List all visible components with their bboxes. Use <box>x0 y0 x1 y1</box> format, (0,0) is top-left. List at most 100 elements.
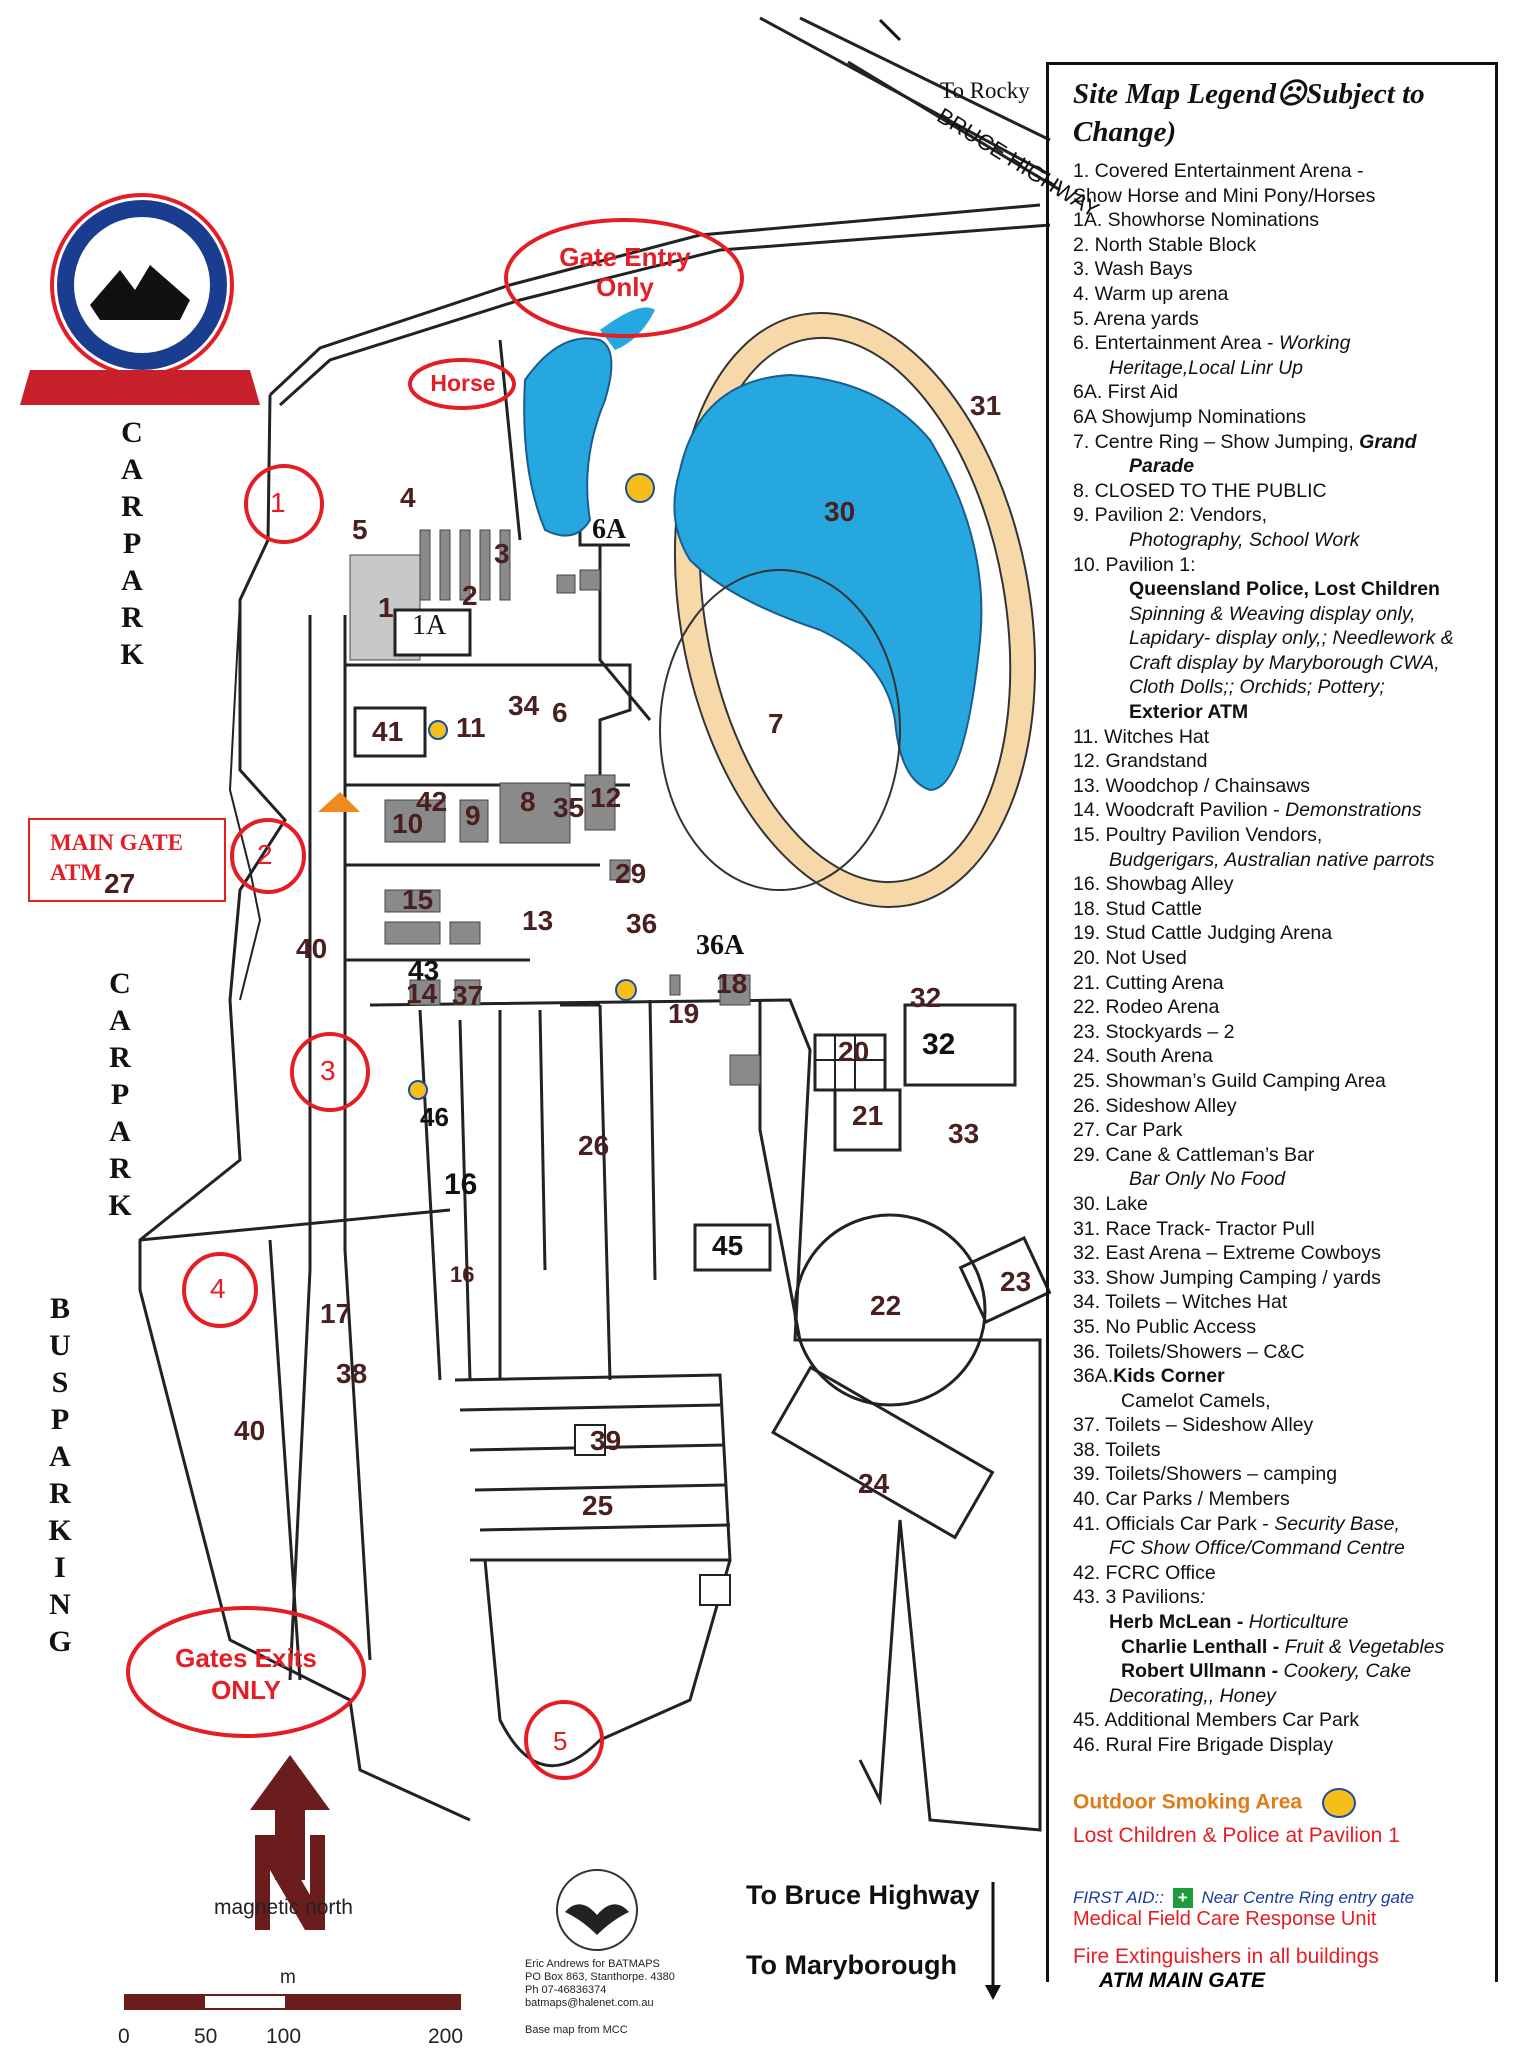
legend-item-text: Parade <box>1129 455 1195 478</box>
inner-road <box>648 999 657 1281</box>
legend-item: 16. Showbag Alley <box>1073 872 1487 897</box>
legend-item: 13. Woodchop / Chainsaws <box>1073 774 1487 799</box>
legend-item: 14. Woodcraft Pavilion - Demonstrations <box>1073 798 1487 823</box>
site-label-13: 13 <box>522 905 554 936</box>
site-label-43: 43 <box>408 955 440 986</box>
legend-item: 36A.Kids Corner <box>1073 1364 1487 1389</box>
legend-item-text: Show Horse and Mini Pony/Horses <box>1073 184 1376 207</box>
legend-item-text: 5. Arena yards <box>1073 307 1199 330</box>
inner-road <box>288 615 312 1681</box>
inner-road <box>343 615 372 1661</box>
legend-item: Exterior ATM <box>1073 700 1487 725</box>
scale-tick-100: 100 <box>266 2025 302 2048</box>
legend-item-text: 45. Additional Members Car Park <box>1073 1709 1360 1732</box>
legend-item: 31. Race Track- Tractor Pull <box>1073 1217 1487 1242</box>
legend-item-text: 24. South Arena <box>1073 1045 1213 1068</box>
legend-item-text: 3. Wash Bays <box>1073 258 1193 281</box>
legend-item: 38. Toilets <box>1073 1438 1487 1463</box>
legend-item-text: Fruit & Vegetables <box>1284 1635 1445 1658</box>
inner-road <box>454 1373 732 1562</box>
site-label-37: 37 <box>452 980 484 1011</box>
legend-item: 2. North Stable Block <box>1073 233 1487 258</box>
smoking-dot-icon <box>1321 1787 1356 1818</box>
building-2-stables <box>499 529 511 601</box>
legend-item: 39. Toilets/Showers – camping <box>1073 1462 1487 1487</box>
legend-item-text: 1A. Showhorse Nominations <box>1073 209 1320 232</box>
credit-line: batmaps@halenet.com.au <box>525 1997 654 2009</box>
building-2-stables <box>419 529 431 601</box>
site-label-10: 10 <box>392 808 424 839</box>
scale-tick-0: 0 <box>118 2025 130 2048</box>
legend-item-text: Spinning & Weaving display only, <box>1129 602 1416 625</box>
legend-item-text: Lapidary- display only,; Needlework & <box>1129 627 1454 650</box>
site-label-1a: 1A <box>412 610 447 641</box>
legend-item-text: 11. Witches Hat <box>1073 725 1210 748</box>
horse-ellipse <box>408 358 516 410</box>
inner-road <box>598 545 652 721</box>
gates-exits-ellipse <box>126 1606 366 1738</box>
legend-item-text: 1. Covered Entertainment Arena - <box>1073 160 1364 182</box>
legend-item: Cloth Dolls;; Orchids; Pottery; <box>1073 675 1487 700</box>
site-boundary <box>138 394 471 1822</box>
site-label-8: 8 <box>520 786 536 817</box>
legend-item-text: Charlie Lenthall - <box>1121 1635 1285 1658</box>
highway-line <box>799 16 1051 142</box>
inner-road <box>369 998 1042 1832</box>
legend-item: Robert Ullmann - Cookery, Cake <box>1073 1659 1487 1684</box>
site-label-39: 39 <box>590 1425 622 1456</box>
arena-22 <box>793 1213 987 1407</box>
building-14 <box>409 979 441 1006</box>
inner-road <box>458 1019 472 1381</box>
stockyards-23 <box>958 1236 1052 1324</box>
site-label-9: 9 <box>465 800 481 831</box>
site-label-3: 3 <box>494 538 510 569</box>
legend-item: Show Horse and Mini Pony/Horses <box>1073 184 1487 209</box>
legend-item-text: 8. CLOSED TO THE PUBLIC <box>1073 479 1327 502</box>
site-label-40-bottom: 40 <box>234 1415 266 1446</box>
building-1 <box>349 554 421 661</box>
highway-edge <box>847 60 1061 192</box>
vertical-letter: R <box>109 1152 131 1185</box>
legend-item-text: 14. Woodcraft Pavilion - <box>1073 799 1286 822</box>
site-label-19: 19 <box>668 998 700 1029</box>
vertical-letter: K <box>108 1189 132 1222</box>
vertical-letter: S <box>51 1366 69 1399</box>
legend-item-text: 31. Race Track- Tractor Pull <box>1073 1217 1315 1240</box>
smoking-area-label: Outdoor Smoking Area <box>1073 1790 1303 1814</box>
arrow-south-head <box>985 1985 1001 2000</box>
arrow-north-top <box>878 18 902 42</box>
legend-list: 1. Covered Entertainment Arena -Show Hor… <box>1073 159 1487 1758</box>
legend-item: Craft display by Maryborough CWA, <box>1073 651 1487 676</box>
legend-item-text: Bar Only No Food <box>1129 1168 1286 1191</box>
vertical-letter: N <box>49 1588 71 1621</box>
gate-entry-only-label: Gate Entry Only <box>559 242 691 302</box>
extinguisher-note: Fire Extinguishers in all buildings <box>1073 1945 1379 1969</box>
vertical-letter: A <box>49 1440 71 1473</box>
to-rocky-label: To Rocky <box>940 78 1030 103</box>
box-small <box>699 1574 731 1606</box>
legend-item: 27. Car Park <box>1073 1118 1487 1143</box>
inner-road <box>268 1239 302 1681</box>
credit-line: Base map from MCC <box>525 2024 628 2036</box>
gate-5-number: 5 <box>553 1726 568 1756</box>
legend-item: 35. No Public Access <box>1073 1315 1487 1340</box>
site-label-35: 35 <box>553 792 585 823</box>
legend-item-text: 36. Toilets/Showers – C&C <box>1073 1340 1305 1363</box>
legend-item-text: 13. Woodchop / Chainsaws <box>1073 774 1311 797</box>
legend-item-text: 22. Rodeo Arena <box>1073 996 1220 1019</box>
building-10 <box>384 799 446 843</box>
vertical-letter: K <box>120 638 144 671</box>
gate-entry-ellipse <box>504 218 744 338</box>
site-label-29: 29 <box>615 858 647 889</box>
site-boundary <box>268 203 1041 397</box>
legend-item: Camelot Camels, <box>1073 1389 1487 1414</box>
legend-item: Budgerigars, Australian native parrots <box>1073 848 1487 873</box>
legend-item-text: Grand <box>1359 430 1417 453</box>
inner-road <box>139 1208 451 1242</box>
vertical-letter: G <box>48 1625 72 1658</box>
site-label-21: 21 <box>852 1100 884 1131</box>
site-label-7: 7 <box>768 708 784 739</box>
legend-item-text: 35. No Public Access <box>1073 1315 1257 1338</box>
site-label-18: 18 <box>716 968 748 999</box>
